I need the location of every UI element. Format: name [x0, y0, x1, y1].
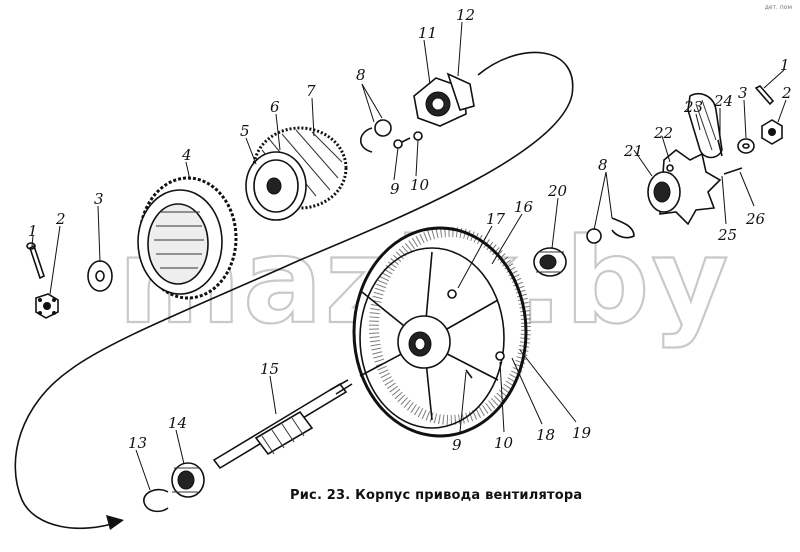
- corner-mark: дет. пом: [764, 4, 792, 11]
- callout-12: 12: [456, 6, 475, 24]
- part-bearing-lower: [171, 462, 205, 498]
- part-snap-ring: [143, 488, 169, 513]
- part-toothed-ring: [137, 176, 238, 300]
- callout-26: 26: [745, 210, 766, 228]
- arrow-head-icon: [106, 515, 124, 530]
- callout-3-right: 3: [738, 84, 748, 102]
- callout-2-right: 2: [781, 84, 792, 102]
- part-bearing-upper: [533, 247, 567, 277]
- figure-caption: Рис. 23. Корпус привода вентилятора: [290, 488, 583, 503]
- part-castle-nut-left: [35, 293, 59, 319]
- part-washer-left: [87, 260, 113, 292]
- callout-11: 11: [418, 24, 437, 42]
- callout-17: 17: [486, 210, 506, 228]
- callout-6: 6: [270, 98, 280, 116]
- leader-lines: [31, 21, 787, 491]
- callout-16: 16: [514, 198, 534, 216]
- callout-9-top: 9: [390, 180, 400, 198]
- callout-labels: 1 2 3 4 5 6 7 8 9 10 11 12 13 14 15 16 1…: [28, 6, 792, 454]
- callout-14: 14: [168, 414, 187, 432]
- part-bearing-flange: [413, 72, 475, 127]
- part-shaft: [212, 379, 353, 470]
- callout-4: 4: [181, 146, 192, 164]
- callout-23: 23: [683, 98, 703, 116]
- callout-10-top: 10: [410, 176, 430, 194]
- callout-10-bottom: 10: [494, 434, 514, 452]
- callout-19: 19: [572, 424, 592, 442]
- part-washer-right: [737, 138, 755, 154]
- callout-24: 24: [713, 92, 733, 110]
- callout-22: 22: [653, 124, 673, 142]
- callout-25: 25: [717, 226, 737, 244]
- part-spline-drum: [245, 126, 348, 221]
- part-small-pin-right: [717, 139, 723, 157]
- callout-1-right: 1: [780, 56, 790, 74]
- callout-15: 15: [260, 360, 279, 378]
- callout-3-left: 3: [94, 190, 104, 208]
- callout-8-right: 8: [598, 156, 608, 174]
- part-seal-ball-right: [586, 217, 635, 244]
- part-seal-ball-top: [359, 119, 392, 153]
- part-spoked-pulley: [352, 226, 531, 438]
- callout-18: 18: [536, 426, 555, 444]
- callout-21: 21: [623, 142, 643, 160]
- part-cotter-pin-right: [754, 85, 775, 106]
- callout-2-left: 2: [55, 210, 66, 228]
- callout-7: 7: [306, 82, 316, 100]
- callout-20: 20: [547, 182, 568, 200]
- part-cotter-pin-left: [26, 242, 45, 280]
- callout-8-top: 8: [356, 66, 366, 84]
- part-key-block: [687, 92, 723, 159]
- part-castle-nut-right: [761, 119, 783, 145]
- assembly-path-line: [14, 51, 574, 530]
- callout-13: 13: [128, 434, 147, 452]
- callout-5: 5: [240, 122, 250, 140]
- callout-1-left: 1: [28, 222, 38, 240]
- part-sprocket: [647, 148, 743, 226]
- callout-9-bottom: 9: [452, 436, 462, 454]
